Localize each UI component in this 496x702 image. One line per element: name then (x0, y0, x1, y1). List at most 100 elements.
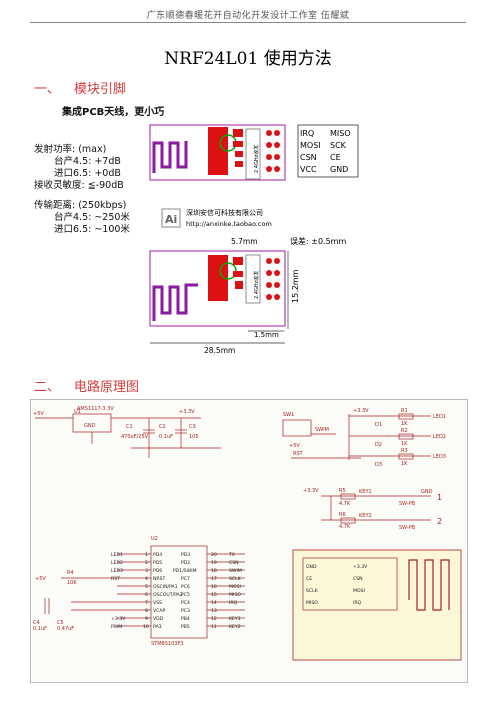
svg-text:LED2: LED2 (111, 560, 123, 566)
svg-text:1: 1 (437, 493, 442, 502)
svg-text:PA3: PA3 (153, 624, 162, 630)
svg-text:NRST: NRST (153, 576, 166, 582)
svg-text:VCC: VCC (300, 165, 317, 174)
svg-text:1K: 1K (401, 421, 408, 427)
dim-1-5: 1.5mm (254, 331, 279, 339)
svg-text:D3: D3 (375, 462, 382, 468)
svg-text:0.47uF: 0.47uF (57, 626, 74, 632)
section-heading-pins: 一、模块引脚 (34, 78, 126, 97)
svg-text:D1: D1 (375, 422, 382, 428)
dim-5-7: 5.7mm (231, 237, 258, 246)
dim-15-2: 15.2mm (291, 269, 300, 303)
svg-text:8: 8 (145, 608, 148, 614)
svg-text:STM8S103F3: STM8S103F3 (151, 641, 184, 647)
svg-text:OSCOUT/PA2: OSCOUT/PA2 (153, 592, 183, 598)
svg-text:16: 16 (211, 584, 217, 590)
rf-antenna (408, 559, 450, 611)
svg-text:GND: GND (84, 423, 96, 429)
svg-text:IRQ: IRQ (300, 129, 314, 138)
svg-text:15: 15 (211, 592, 217, 598)
svg-text:SCK: SCK (330, 141, 347, 150)
svg-text:PD1/SWIM: PD1/SWIM (173, 568, 197, 574)
section-label: 模块引脚 (74, 82, 127, 97)
svg-text:D2: D2 (375, 442, 382, 448)
svg-text:LED1: LED1 (111, 552, 123, 558)
svg-text:PB4: PB4 (181, 616, 190, 622)
svg-text:KEY2: KEY2 (359, 513, 372, 519)
svg-text:13: 13 (211, 608, 217, 614)
svg-text:PC6: PC6 (181, 584, 190, 590)
svg-text:GND: GND (306, 564, 317, 570)
svg-text:AMS1117-3.3V: AMS1117-3.3V (77, 406, 114, 412)
svg-text:7: 7 (145, 600, 148, 606)
svg-text:IRQ: IRQ (353, 600, 362, 606)
svg-text:1: 1 (145, 552, 148, 558)
svg-text:LED1: LED1 (433, 414, 446, 420)
header-divider (30, 22, 466, 23)
svg-text:MOSI: MOSI (300, 141, 321, 150)
svg-text:17: 17 (211, 576, 217, 582)
svg-text:GND: GND (421, 489, 433, 495)
svg-text:SW-PB: SW-PB (399, 525, 416, 531)
svg-text:12: 12 (211, 616, 217, 622)
svg-text:+3.3V: +3.3V (303, 488, 319, 494)
svg-text:+3.3V: +3.3V (353, 564, 368, 570)
svg-text:CSN: CSN (300, 153, 317, 162)
svg-text:+5V: +5V (33, 411, 44, 417)
svg-text:R2: R2 (401, 428, 408, 434)
svg-text:+5V: +5V (35, 576, 46, 582)
svg-text:MISO: MISO (229, 592, 241, 598)
svg-text:U2: U2 (151, 536, 158, 542)
svg-text:C3: C3 (189, 424, 196, 430)
chip-label: 2.4GHz收发 (253, 145, 260, 173)
svg-text:LED3: LED3 (433, 454, 446, 460)
svg-text:CSN: CSN (229, 560, 239, 566)
svg-text:IRQ: IRQ (229, 600, 238, 606)
svg-text:6: 6 (145, 592, 148, 598)
svg-text:R6: R6 (339, 512, 346, 518)
svg-text:SCLK: SCLK (306, 588, 319, 594)
svg-text:KEY2: KEY2 (229, 624, 241, 630)
pin-table (297, 124, 359, 178)
svg-text:0.1uF: 0.1uF (159, 434, 173, 440)
section-number: 一、 (34, 82, 61, 97)
svg-text:SW1: SW1 (283, 412, 294, 418)
svg-text:RST: RST (293, 451, 304, 457)
svg-text:0.1uF: 0.1uF (33, 626, 47, 632)
banner-text: 集成PCB天线，更小巧 (62, 107, 165, 118)
svg-text:SWIM: SWIM (315, 427, 329, 433)
svg-text:C1: C1 (126, 424, 133, 430)
dim-28-5: 28.5mm (204, 346, 235, 355)
svg-text:11: 11 (211, 624, 217, 630)
company-url: http://anxinke.taobao.com (186, 220, 272, 228)
svg-text:RST: RST (111, 576, 120, 582)
svg-text:1K: 1K (401, 461, 408, 467)
svg-text:LED3: LED3 (111, 568, 123, 574)
svg-text:4: 4 (145, 576, 148, 582)
svg-text:+5V: +5V (289, 443, 300, 449)
section-heading-circuit: 二、电路原理图 (34, 380, 140, 395)
svg-text:PD4: PD4 (153, 552, 162, 558)
top-board-outline (149, 124, 286, 181)
chip-area (208, 127, 228, 175)
svg-text:PD5: PD5 (153, 560, 162, 566)
svg-text:18: 18 (211, 568, 217, 574)
page-header: 广东顺德春暖花开自动化开发设计工作室 伍耀斌 (146, 11, 350, 21)
svg-text:U1: U1 (74, 409, 81, 415)
svg-text:PD2: PD2 (181, 560, 190, 566)
svg-text:14: 14 (211, 600, 217, 606)
company-name: 深圳安信可科技有限公司 (186, 208, 263, 217)
svg-text:2.4GHz收发: 2.4GHz收发 (253, 271, 260, 299)
svg-text:PC5: PC5 (181, 592, 190, 598)
svg-text:R3: R3 (401, 448, 408, 454)
svg-text:105: 105 (189, 434, 199, 440)
svg-text:PD3: PD3 (181, 552, 190, 558)
tolerance: 误差: ±0.5mm (290, 236, 346, 246)
logo-icon (161, 208, 181, 228)
svg-text:PB5: PB5 (181, 624, 190, 630)
spec-block: 发射功率: (max) 台产4.5: +7dB 进口6.5: +0dB 接收灵敏… (34, 144, 130, 235)
svg-text:CSN: CSN (353, 576, 363, 582)
svg-text:R5: R5 (339, 488, 346, 494)
